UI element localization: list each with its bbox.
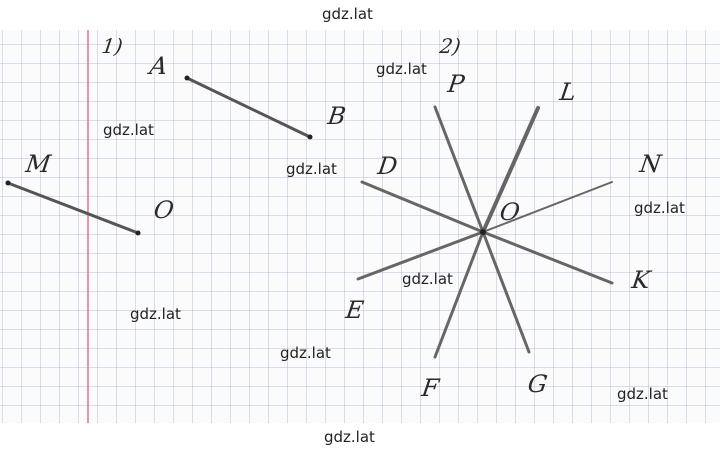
point-a-dot (184, 75, 190, 81)
watermark: gdz.lat (286, 160, 337, 178)
ray-op (433, 105, 485, 234)
point-o2-dot (480, 229, 486, 235)
watermark: gdz.lat (280, 344, 331, 362)
ray-ol (481, 106, 540, 234)
label-point-k: K (630, 266, 652, 294)
task-2-label: 2) (438, 34, 463, 58)
point-b-dot (307, 134, 313, 140)
watermark: gdz.lat (324, 428, 375, 446)
point-m-dot (5, 180, 11, 186)
ray-og (481, 230, 531, 354)
watermark: gdz.lat (322, 5, 373, 23)
ray-of (433, 230, 485, 359)
watermark: gdz.lat (634, 199, 685, 217)
watermark: gdz.lat (103, 121, 154, 139)
watermark: gdz.lat (376, 60, 427, 78)
ray-on (482, 181, 613, 233)
label-point-o2: O (498, 198, 522, 226)
segment-ab (186, 76, 311, 139)
label-point-n: N (638, 150, 663, 178)
watermark: gdz.lat (617, 385, 668, 403)
label-point-f: F (420, 374, 441, 402)
task-1-label: 1) (100, 34, 125, 58)
label-point-e: E (344, 296, 366, 324)
ray-od (360, 180, 485, 234)
label-point-m: M (24, 150, 53, 178)
segment-mo (7, 181, 139, 235)
top-margin (0, 0, 720, 30)
bottom-margin (0, 423, 720, 455)
label-point-o: O (152, 196, 176, 224)
label-point-d: D (376, 152, 400, 180)
point-o-dot (135, 230, 141, 236)
label-point-b: B (326, 102, 348, 130)
ray-ok (481, 230, 614, 285)
watermark: gdz.lat (130, 305, 181, 323)
label-point-g: G (526, 370, 550, 398)
ray-oe (356, 230, 485, 281)
watermark: gdz.lat (402, 270, 453, 288)
